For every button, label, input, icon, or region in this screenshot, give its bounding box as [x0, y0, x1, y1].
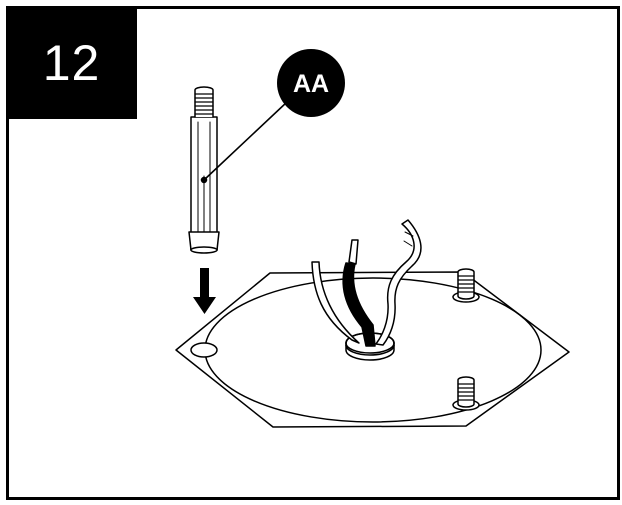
stud-top-right — [452, 268, 480, 303]
wire-right — [375, 219, 422, 346]
step-badge: 12 — [6, 6, 137, 119]
callout-leader — [203, 101, 288, 181]
wire-center-tip — [348, 239, 359, 265]
stud-bottom-right — [452, 376, 480, 411]
callout-bubble: AA — [277, 49, 345, 117]
mounting-hole — [190, 342, 218, 358]
step-number: 12 — [42, 34, 101, 91]
threaded-rod-aa — [188, 86, 220, 254]
callout-label: AA — [293, 70, 329, 98]
wire-left — [311, 261, 360, 344]
wire-center-black — [342, 262, 376, 347]
down-arrow-icon — [193, 268, 216, 314]
wire-bundle — [311, 219, 422, 347]
